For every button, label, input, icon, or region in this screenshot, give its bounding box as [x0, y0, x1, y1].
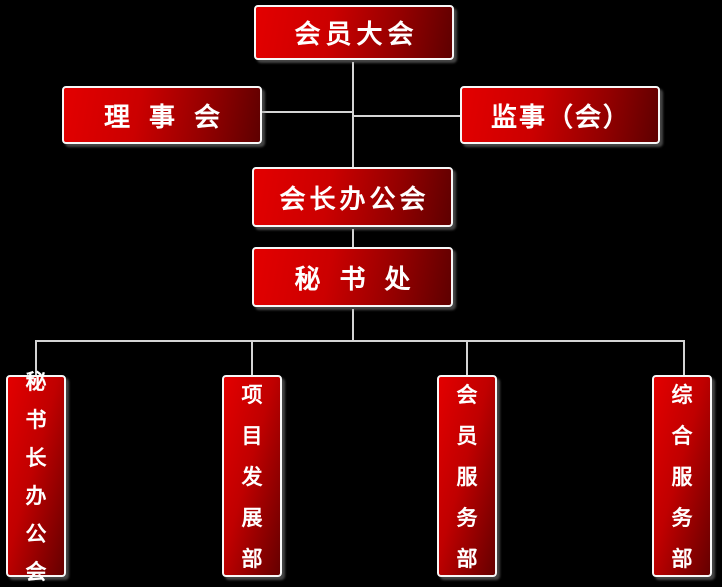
connector-distributor: [35, 340, 685, 342]
connector-secretariat-to-distributor: [352, 309, 354, 340]
connector-presidents-office-to-secretariat: [352, 229, 354, 247]
node-secretary-general-office-label: 秘书长办公会: [25, 370, 47, 584]
node-secretariat-label: 秘 书 处: [294, 264, 416, 295]
node-board-of-directors-label: 理 事 会: [103, 102, 226, 133]
node-general-service-dept: 综合服务部: [652, 375, 712, 577]
node-secretariat: 秘 书 处: [252, 247, 453, 307]
node-secretary-general-office: 秘书长办公会: [6, 370, 66, 584]
connector-drop-member-service: [466, 340, 468, 375]
node-member-service-dept-label: 会员服务部: [456, 383, 478, 571]
node-supervisory-board: 监事（会）: [460, 86, 660, 144]
node-project-development-dept-label: 项目发展部: [241, 383, 263, 571]
connector-drop-project-development: [251, 340, 253, 375]
node-members-assembly: 会员大会: [254, 5, 454, 60]
node-board-of-directors: 理 事 会: [62, 86, 262, 144]
connector-drop-secretary-general-office: [35, 340, 37, 375]
node-member-service-dept: 会员服务部: [437, 375, 497, 577]
node-supervisory-board-label: 监事（会）: [490, 102, 631, 133]
connector-branch-board: [262, 111, 354, 113]
node-presidents-office: 会长办公会: [252, 167, 453, 227]
connector-branch-supervisory: [352, 115, 460, 117]
node-members-assembly-label: 会员大会: [294, 20, 419, 50]
connector-drop-general-service: [683, 340, 685, 375]
connector-assembly-to-presidents-office: [352, 62, 354, 167]
node-project-development-dept: 项目发展部: [222, 375, 282, 577]
node-general-service-dept-label: 综合服务部: [671, 383, 693, 571]
node-presidents-office-label: 会长办公会: [279, 184, 430, 215]
